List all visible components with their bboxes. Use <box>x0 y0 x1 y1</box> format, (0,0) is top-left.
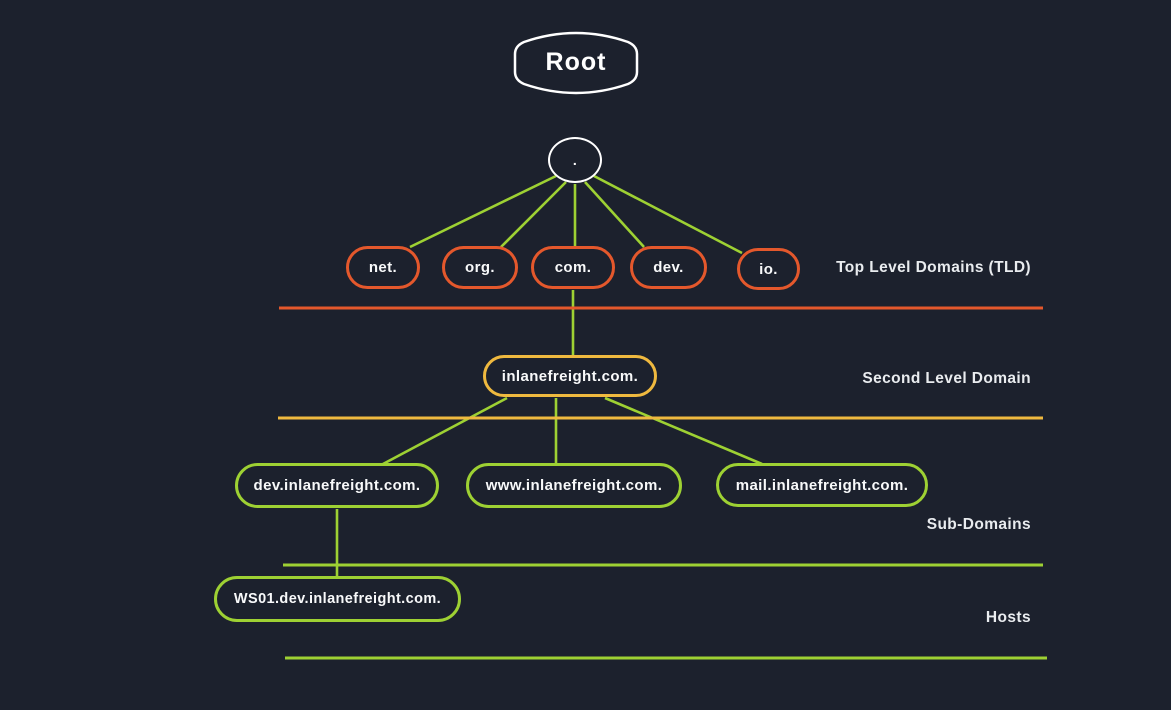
sld-node-label: inlanefreight.com. <box>501 367 639 385</box>
edge-sld-to-dev-sub <box>382 396 508 466</box>
root-node-label: Root <box>545 47 607 76</box>
tld-node-label: org. <box>465 259 495 276</box>
tld-node-label: net. <box>368 259 398 276</box>
subdomain-node-mail: mail.inlanefreight.com. <box>716 463 928 507</box>
dns-root-dot-node: . <box>548 137 602 183</box>
tier-label-sld: Second Level Domain <box>862 370 1031 387</box>
tld-node-label: com. <box>554 259 592 276</box>
host-node-label: WS01.dev.inlanefreight.com. <box>233 591 442 607</box>
root-node-shape <box>513 31 639 95</box>
dns-root-dot-label: . <box>572 152 578 168</box>
tld-node-dev: dev. <box>630 246 707 289</box>
tier-label-host: Hosts <box>985 609 1031 626</box>
edge-sld-to-mail-sub <box>604 396 763 466</box>
sld-node-inlanefreight: inlanefreight.com. <box>483 355 657 397</box>
subdomain-node-label: www.inlanefreight.com. <box>485 477 663 494</box>
root-node: Root <box>510 22 642 102</box>
subdomain-node-dev: dev.inlanefreight.com. <box>235 463 439 508</box>
host-node-ws01: WS01.dev.inlanefreight.com. <box>214 576 461 622</box>
tier-label-subdomain: Sub-Domains <box>926 516 1031 533</box>
tld-node-net: net. <box>346 246 420 289</box>
edge-dot-to-dev <box>584 181 645 248</box>
edge-dot-to-org <box>500 181 567 248</box>
tier-label-tld: Top Level Domains (TLD) <box>836 259 1031 276</box>
tld-node-io: io. <box>737 248 800 290</box>
subdomain-node-www: www.inlanefreight.com. <box>466 463 682 508</box>
edge-dot-to-io <box>593 174 743 255</box>
subdomain-node-label: mail.inlanefreight.com. <box>735 476 909 494</box>
tld-node-org: org. <box>442 246 518 289</box>
tld-node-label: io. <box>759 260 778 278</box>
tld-node-label: dev. <box>653 259 684 276</box>
subdomain-node-label: dev.inlanefreight.com. <box>253 477 421 494</box>
edge-dot-to-net <box>409 174 557 249</box>
tld-node-com: com. <box>531 246 615 289</box>
